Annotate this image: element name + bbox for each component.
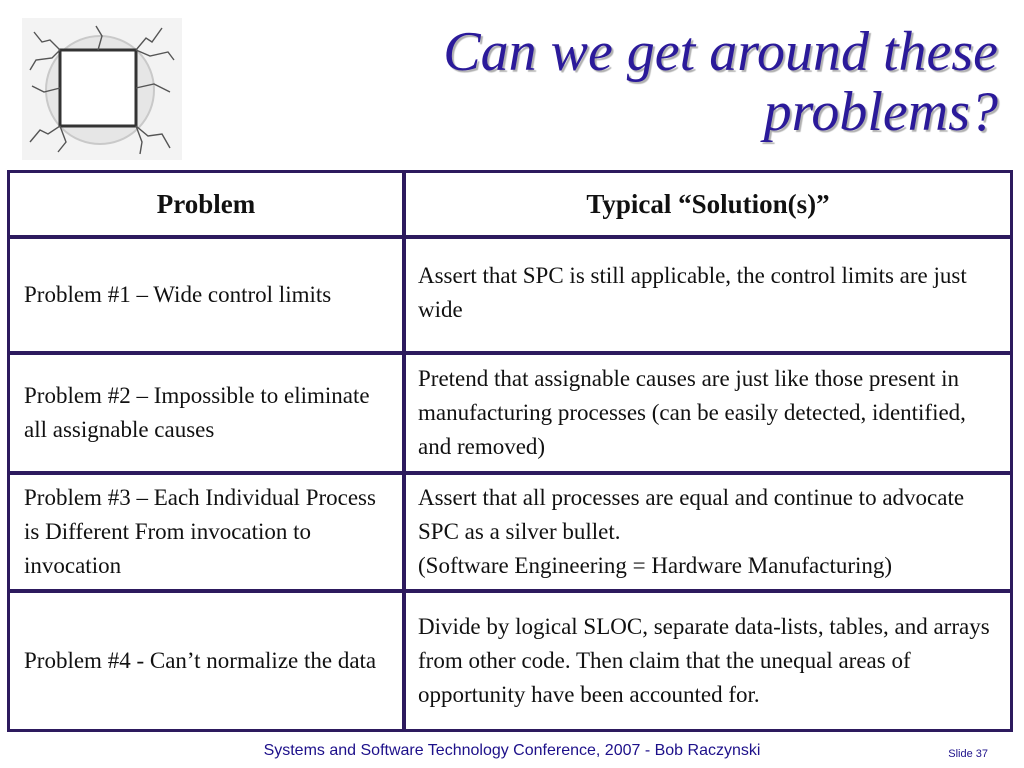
row-2-problem: Problem #2 – Impossible to eliminate all… xyxy=(10,355,402,471)
slide-title-line-1: Can we get around these xyxy=(443,21,998,83)
footer-text: Systems and Software Technology Conferen… xyxy=(263,742,761,759)
slide-number: Slide 37 xyxy=(948,748,988,760)
row-1-solution: Assert that SPC is still applicable, the… xyxy=(406,239,1010,351)
row-3-problem: Problem #3 – Each Individual Process is … xyxy=(10,475,402,589)
cracked-square-icon xyxy=(22,18,182,160)
row-3-solution: Assert that all processes are equal and … xyxy=(406,475,1010,589)
header-solution: Typical “Solution(s)” xyxy=(406,173,1010,235)
header-problem: Problem xyxy=(10,173,402,235)
slide-title: Can we get around these problems? xyxy=(298,22,998,142)
row-1-problem: Problem #1 – Wide control limits xyxy=(10,239,402,351)
row-4-problem: Problem #4 - Can’t normalize the data xyxy=(10,593,402,729)
row-2-solution: Pretend that assignable causes are just … xyxy=(406,355,1010,471)
problem-solution-table: Problem Typical “Solution(s)” Problem #1… xyxy=(7,170,1013,732)
slide-title-line-2: problems? xyxy=(763,81,998,143)
row-4-solution: Divide by logical SLOC, separate data-li… xyxy=(406,593,1010,729)
